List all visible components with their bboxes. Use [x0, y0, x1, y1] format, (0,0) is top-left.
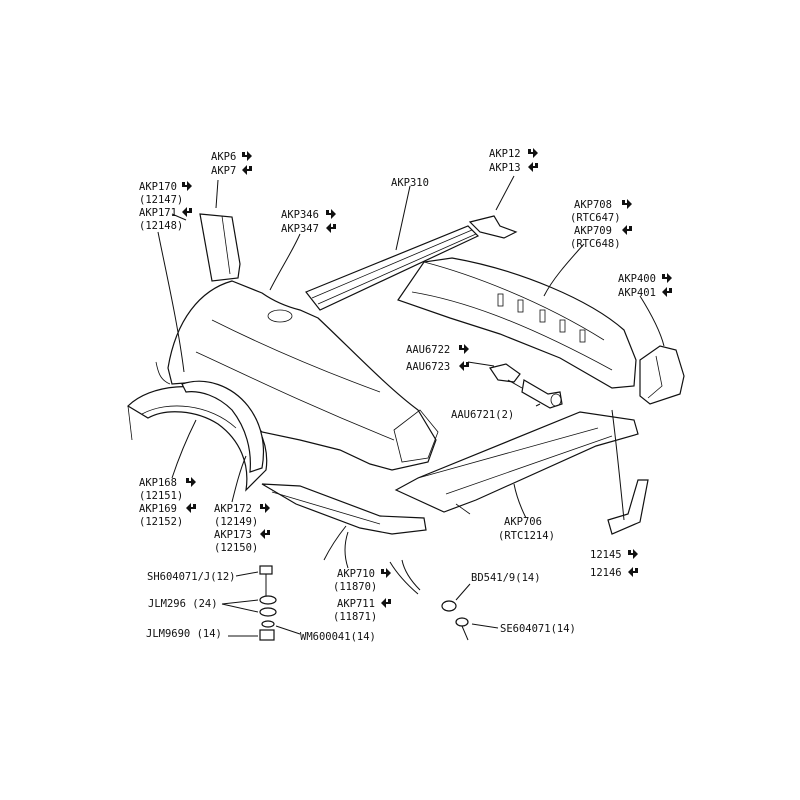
arrow-turn-left-icon	[528, 162, 538, 172]
arrow-turn-right-icon	[242, 151, 252, 161]
arrow-turn-right-icon	[459, 344, 469, 354]
label-akp13: AKP13	[489, 162, 521, 174]
screw-se	[455, 617, 469, 641]
arrow-turn-right-icon	[662, 273, 672, 283]
arrow-turn-left-icon	[459, 361, 469, 371]
label-akp401: AKP401	[618, 287, 656, 299]
label-12149: (12149)	[214, 516, 258, 528]
hinge-bracket	[468, 215, 518, 239]
label-aau6723: AAU6723	[406, 361, 450, 373]
arrow-turn-right-icon	[628, 549, 638, 559]
label-akp172: AKP172	[214, 503, 252, 515]
boot-side-panel	[639, 345, 685, 405]
closing-panel	[607, 479, 649, 535]
arrow-turn-left-icon	[186, 503, 196, 513]
label-bd541: BD541/9(14)	[471, 572, 541, 584]
label-akp169: AKP169	[139, 503, 177, 515]
arrow-turn-left-icon	[628, 567, 638, 577]
label-akp400: AKP400	[618, 273, 656, 285]
label-akp7: AKP7	[211, 165, 236, 177]
arrow-turn-left-icon	[326, 223, 336, 233]
arrow-turn-right-icon	[381, 568, 391, 578]
label-akp347: AKP347	[281, 223, 319, 235]
label-12146: 12146	[590, 567, 622, 579]
label-akp310: AKP310	[391, 177, 429, 189]
sill-panel	[261, 483, 427, 535]
arrow-turn-right-icon	[622, 199, 632, 209]
label-akp711: AKP711	[337, 598, 375, 610]
label-akp168: AKP168	[139, 477, 177, 489]
arrow-turn-right-icon	[528, 148, 538, 158]
label-12145: 12145	[590, 549, 622, 561]
leader-lines	[157, 175, 665, 637]
arrow-turn-left-icon	[662, 287, 672, 297]
rear-quarter-panel	[167, 280, 437, 471]
label-11871: (11871)	[333, 611, 377, 623]
arrow-turn-right-icon	[182, 181, 192, 191]
label-aau6721: AAU6721(2)	[451, 409, 514, 421]
plain-washer-bd	[441, 600, 457, 612]
arrow-turn-left-icon	[182, 207, 192, 217]
label-akp706: AKP706	[504, 516, 542, 528]
label-12147: (12147)	[139, 194, 183, 206]
wheel-arch-inner	[181, 380, 265, 473]
label-se604071: SE604071(14)	[500, 623, 576, 635]
washers	[259, 595, 277, 617]
spring-washer	[261, 620, 275, 628]
arrow-turn-right-icon	[260, 503, 270, 513]
label-akp170: AKP170	[139, 181, 177, 193]
label-akp708: AKP708	[574, 199, 612, 211]
boot-floor-panel	[397, 257, 637, 389]
gas-strut	[521, 379, 563, 409]
arrow-turn-left-icon	[622, 225, 632, 235]
arrow-turn-right-icon	[326, 209, 336, 219]
nut	[259, 629, 275, 641]
label-akp346: AKP346	[281, 209, 319, 221]
label-akp12: AKP12	[489, 148, 521, 160]
roof-rail	[305, 225, 480, 311]
label-wm600041: WM600041(14)	[300, 631, 376, 643]
arrow-turn-left-icon	[381, 598, 391, 608]
label-rtc1214: (RTC1214)	[498, 530, 555, 542]
label-akp173: AKP173	[214, 529, 252, 541]
label-jlm296: JLM296 (24)	[148, 598, 218, 610]
arrow-turn-left-icon	[260, 529, 270, 539]
label-12151: (12151)	[139, 490, 183, 502]
label-sh604071: SH604071/J(12)	[147, 571, 236, 583]
label-12148: (12148)	[139, 220, 183, 232]
label-rtc647: (RTC647)	[570, 212, 621, 224]
label-jlm9690: JLM9690 (14)	[146, 628, 222, 640]
label-aau6722: AAU6722	[406, 344, 450, 356]
stay-bracket	[489, 363, 521, 383]
label-12150: (12150)	[214, 542, 258, 554]
label-rtc648: (RTC648)	[570, 238, 621, 250]
label-11870: (11870)	[333, 581, 377, 593]
arrow-turn-right-icon	[186, 477, 196, 487]
label-akp709: AKP709	[574, 225, 612, 237]
label-akp710: AKP710	[337, 568, 375, 580]
b-post-panel	[199, 213, 241, 282]
set-screw	[259, 565, 273, 596]
rear-valance	[394, 411, 639, 513]
arrow-turn-left-icon	[242, 165, 252, 175]
label-akp171: AKP171	[139, 207, 177, 219]
label-12152: (12152)	[139, 516, 183, 528]
label-akp6: AKP6	[211, 151, 236, 163]
